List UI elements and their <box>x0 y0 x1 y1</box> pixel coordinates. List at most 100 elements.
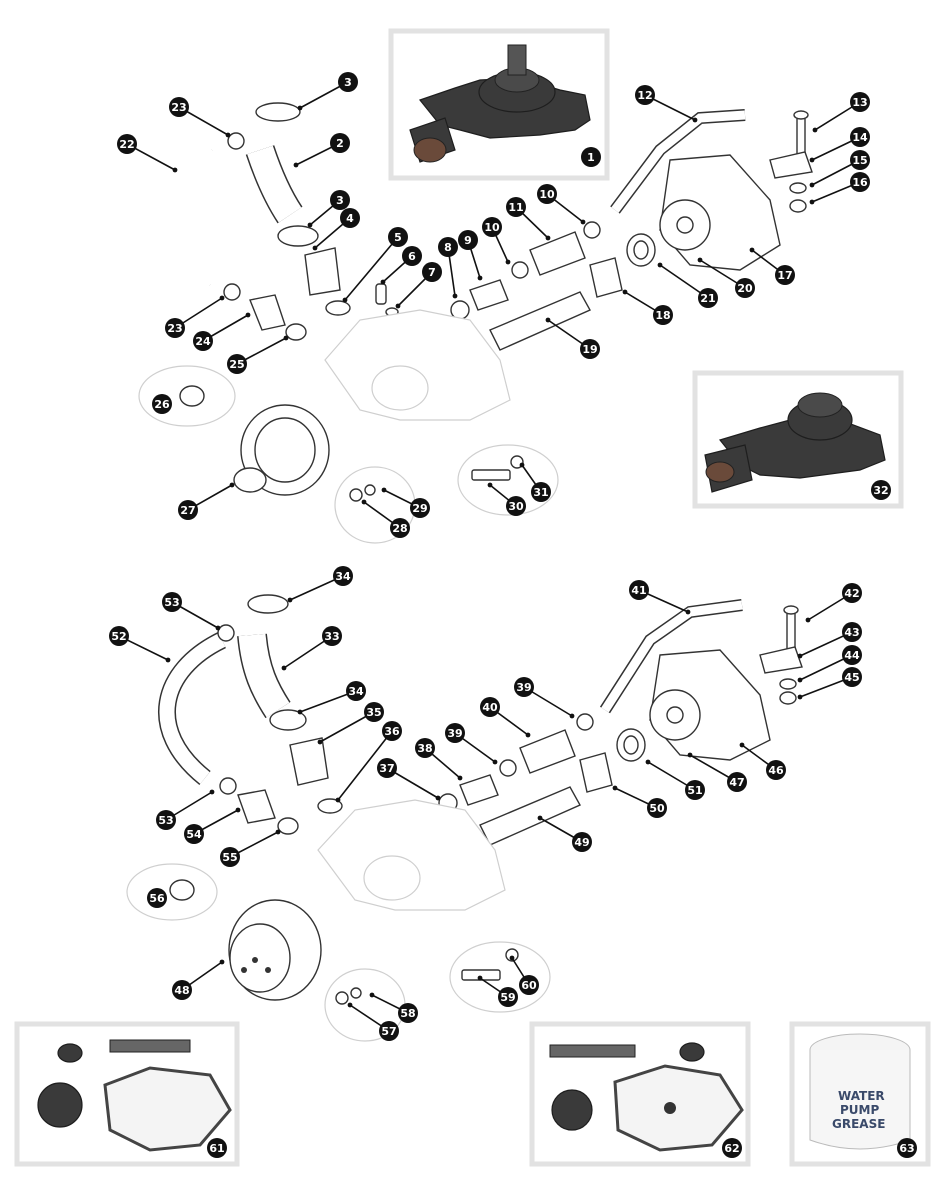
callout-24: 24 <box>193 331 213 351</box>
callout-23a: 23 <box>169 97 189 117</box>
callout-badge-28 <box>390 518 410 538</box>
bubble-26 <box>138 365 236 427</box>
callout-badge-20 <box>735 278 755 298</box>
callout-number-40: 40 <box>482 701 498 714</box>
callout-17: 17 <box>775 265 795 285</box>
callout-badge-41 <box>629 580 649 600</box>
callout-35: 35 <box>364 702 384 722</box>
callout-number-57: 57 <box>381 1025 396 1038</box>
callout-badge-16 <box>850 172 870 192</box>
leader-arrow-10a <box>505 259 511 265</box>
callout-number-41: 41 <box>631 584 646 597</box>
nut-45 <box>779 691 797 705</box>
callout-badge-59 <box>498 987 518 1007</box>
leader-arrow-3a <box>297 105 303 111</box>
callout-badge-43 <box>842 622 862 642</box>
leader-arrow-53a <box>215 625 221 631</box>
clip-34-top <box>247 594 289 614</box>
callout-badge-50 <box>647 798 667 818</box>
leader-arrow-58 <box>369 992 375 998</box>
callout-number-51: 51 <box>687 784 702 797</box>
callout-number-6: 6 <box>408 250 416 263</box>
callout-number-14: 14 <box>852 131 868 144</box>
callout-16: 16 <box>850 172 870 192</box>
callout-number-26: 26 <box>154 398 170 411</box>
callout-number-50: 50 <box>649 802 665 815</box>
callout-badge-53b <box>156 810 176 830</box>
callout-badge-39b <box>514 677 534 697</box>
callout-2: 2 <box>330 133 350 153</box>
callout-10b: 10 <box>537 184 557 204</box>
callout-badge-38 <box>415 738 435 758</box>
callout-57: 57 <box>379 1021 399 1041</box>
callout-48: 48 <box>172 980 192 1000</box>
leader-arrow-36 <box>335 797 341 803</box>
callout-number-23a: 23 <box>171 101 186 114</box>
callout-number-45: 45 <box>844 671 859 684</box>
callout-badge-23a <box>169 97 189 117</box>
bracket-14 <box>769 151 813 179</box>
callout-badge-30 <box>506 496 526 516</box>
callout-badge-2 <box>330 133 350 153</box>
leader-arrow-41 <box>685 609 691 615</box>
callout-number-22: 22 <box>119 138 134 151</box>
clip-39-b <box>576 713 594 731</box>
callout-badge-32 <box>871 480 891 500</box>
callout-number-13: 13 <box>852 96 867 109</box>
callout-46: 46 <box>766 760 786 780</box>
callout-badge-3b <box>330 190 350 210</box>
callout-badge-12 <box>635 85 655 105</box>
callout-62: 62 <box>722 1138 742 1158</box>
callout-number-4: 4 <box>346 212 354 225</box>
pipe-12 <box>610 109 746 214</box>
callout-number-39b: 39 <box>516 681 531 694</box>
callout-number-11: 11 <box>508 201 523 214</box>
leader-arrow-28 <box>361 499 367 505</box>
callout-badge-47 <box>727 772 747 792</box>
leader-arrow-23a <box>225 132 231 138</box>
seal-51 <box>616 728 646 762</box>
callout-number-35: 35 <box>366 706 381 719</box>
callout-30: 30 <box>506 496 526 516</box>
callout-number-49: 49 <box>574 836 589 849</box>
callout-31: 31 <box>531 482 551 502</box>
callout-number-43: 43 <box>844 626 859 639</box>
leader-arrow-48 <box>219 959 225 965</box>
callout-22: 22 <box>117 134 137 154</box>
callout-9: 9 <box>458 230 478 250</box>
leader-arrow-60 <box>509 955 515 961</box>
callout-badge-10b <box>537 184 557 204</box>
callout-number-33: 33 <box>324 630 339 643</box>
callout-42: 42 <box>842 583 862 603</box>
callout-badge-42 <box>842 583 862 603</box>
callout-number-24: 24 <box>195 335 211 348</box>
leader-arrow-51 <box>645 759 651 765</box>
callout-badge-17 <box>775 265 795 285</box>
callout-badge-27 <box>178 500 198 520</box>
callout-number-3b: 3 <box>336 194 344 207</box>
leader-arrow-24 <box>245 312 251 318</box>
callout-badge-53a <box>162 592 182 612</box>
sleeve-40 <box>519 729 576 774</box>
photo-grease-63: WATER PUMP GREASE <box>789 1021 931 1167</box>
callout-7: 7 <box>422 262 442 282</box>
callout-number-60: 60 <box>521 979 537 992</box>
callout-badge-8 <box>438 237 458 257</box>
callout-number-23b: 23 <box>167 322 182 335</box>
hose-22 <box>161 143 216 291</box>
seal-21 <box>626 233 656 267</box>
bubble-59-60 <box>449 941 551 1013</box>
callout-number-16: 16 <box>852 176 868 189</box>
leader-arrow-39b <box>569 713 575 719</box>
callout-25: 25 <box>227 354 247 374</box>
callout-badge-9 <box>458 230 478 250</box>
leader-arrow-39a <box>492 759 498 765</box>
callout-badge-33 <box>322 626 342 646</box>
leader-arrow-42 <box>805 617 811 623</box>
leader-arrow-49 <box>537 815 543 821</box>
callout-number-47: 47 <box>729 776 744 789</box>
clip-53-lower <box>219 777 237 795</box>
leader-arrow-13 <box>812 127 818 133</box>
callout-52: 52 <box>109 626 129 646</box>
